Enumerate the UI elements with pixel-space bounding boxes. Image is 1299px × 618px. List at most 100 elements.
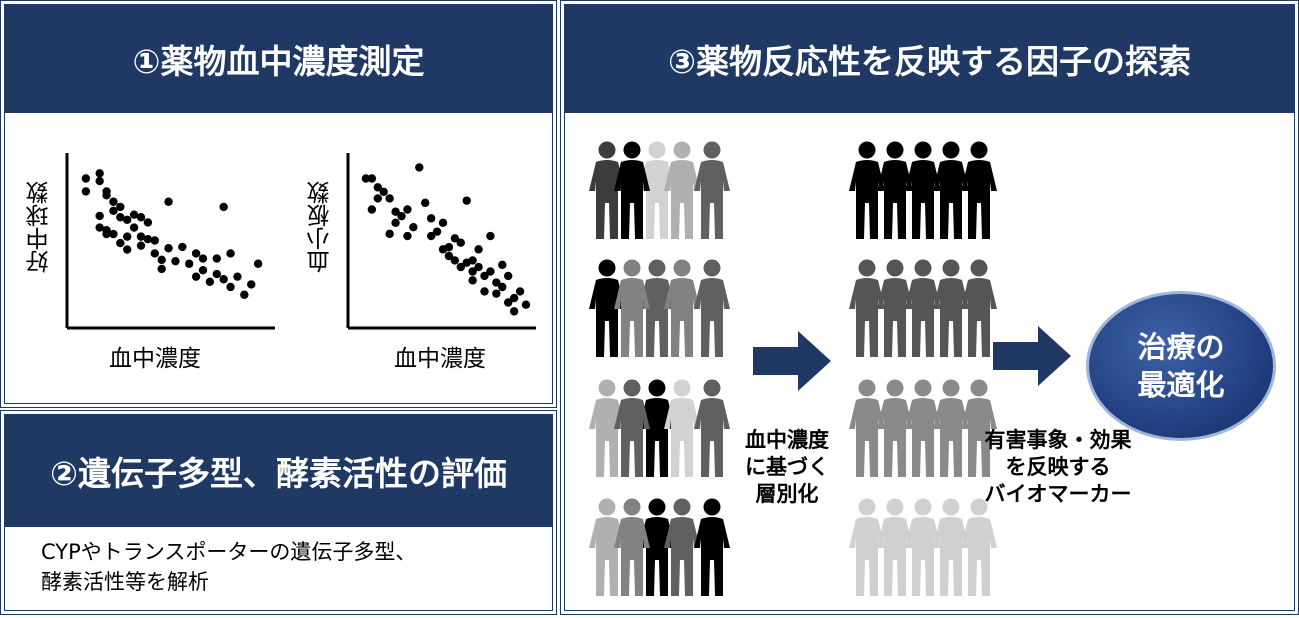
plot-right-ylabel: 血小板数 [308,181,334,273]
plot-right-xlabel: 血中濃度 [394,346,486,372]
step2-line: を反映する [1005,455,1111,479]
person-icon [849,498,885,596]
result-ellipse: 治療の 最適化 [1086,291,1276,441]
data-point [438,218,448,227]
data-point [109,206,118,215]
person-icon [933,259,969,357]
person-icon [589,498,625,596]
data-point [129,210,139,219]
data-point [212,269,221,279]
data-point [480,271,489,281]
data-point [391,207,400,216]
data-point [515,287,525,296]
data-point [426,214,436,223]
step2-label: 有害事象・効果 を反映する バイオマーカー [973,427,1143,508]
step2-line: 有害事象・効果 [984,428,1132,452]
data-point [95,223,104,232]
data-point [123,232,132,241]
data-point [164,244,173,253]
person-icon [589,259,625,357]
data-point [198,266,208,275]
person-icon [877,259,913,357]
person-icon [849,379,885,477]
data-point [123,245,132,254]
data-point [226,282,235,292]
step1-line: に基づく [745,455,829,479]
data-point [397,211,406,221]
data-point [164,197,173,206]
person-icon [961,498,997,596]
person-icon [694,379,730,477]
right-arrow-icon [993,326,1071,386]
data-point [136,213,146,222]
step2-line: バイオマーカー [984,482,1132,506]
panel-biomarker: ③薬物反応性を反映する因子の探索 血中濃度 に基づく 層別化 有害事象・効果 を… [560,0,1299,615]
panel-genetics: ②遺伝子多型、酵素活性の評価 CYPやトランスポーターの遺伝子多型、 酵素活性等… [0,410,557,615]
step1-line: 層別化 [755,482,819,506]
data-point [456,238,465,247]
data-point [415,163,424,172]
data-point [504,271,513,281]
data-point [432,227,442,236]
person-icon [589,141,625,239]
data-point [509,293,519,303]
panel-border [564,4,1295,611]
panel-border [4,414,553,611]
data-point [492,289,501,298]
data-point [219,202,228,212]
data-point [157,264,166,274]
person-icon [933,498,969,596]
data-point [474,245,483,254]
data-point [409,223,418,232]
step1-line: 血中濃度 [745,428,829,452]
data-point [102,191,111,200]
data-point [157,255,166,265]
person-icon [905,498,941,596]
data-point [391,218,400,227]
person-icon [694,259,730,357]
plot-left-xlabel: 血中濃度 [109,346,201,372]
data-point [480,287,489,296]
person-icon [639,379,675,477]
data-point [95,176,104,186]
data-point [136,241,146,250]
data-point [492,278,501,287]
person-icon [961,379,997,477]
people-groups [589,141,997,596]
data-point [240,290,249,299]
data-point [198,254,208,263]
person-icon [639,141,675,239]
person-icon [639,259,675,357]
person-icon [905,141,941,239]
data-point [143,235,153,244]
step1-label: 血中濃度 に基づく 層別化 [737,427,837,508]
person-icon [877,379,913,477]
scatter-plot-right [346,153,536,330]
data-point [185,259,194,268]
data-point [373,194,382,203]
data-point [474,262,483,272]
data-point [205,277,215,287]
data-point [81,174,91,183]
person-icon [849,141,885,239]
data-point [444,251,454,261]
result-line: 最適化 [1137,368,1225,402]
person-icon [849,259,885,357]
result-line: 治療の [1137,330,1225,364]
person-icon [694,498,730,596]
person-icon [933,379,969,477]
data-point [504,298,513,307]
data-point [171,256,180,266]
data-point [212,254,221,263]
data-point [361,174,371,183]
person-icon [614,259,650,357]
panel-concentration: ①薬物血中濃度測定 好中球数 血中濃度 血小板数 血中濃度 [0,0,557,408]
person-icon [664,498,700,596]
data-point [379,187,388,196]
panel-border [4,4,553,404]
data-point [385,194,394,203]
data-point [253,259,263,268]
person-icon [961,141,997,239]
data-point [136,232,146,241]
data-point [143,218,153,227]
